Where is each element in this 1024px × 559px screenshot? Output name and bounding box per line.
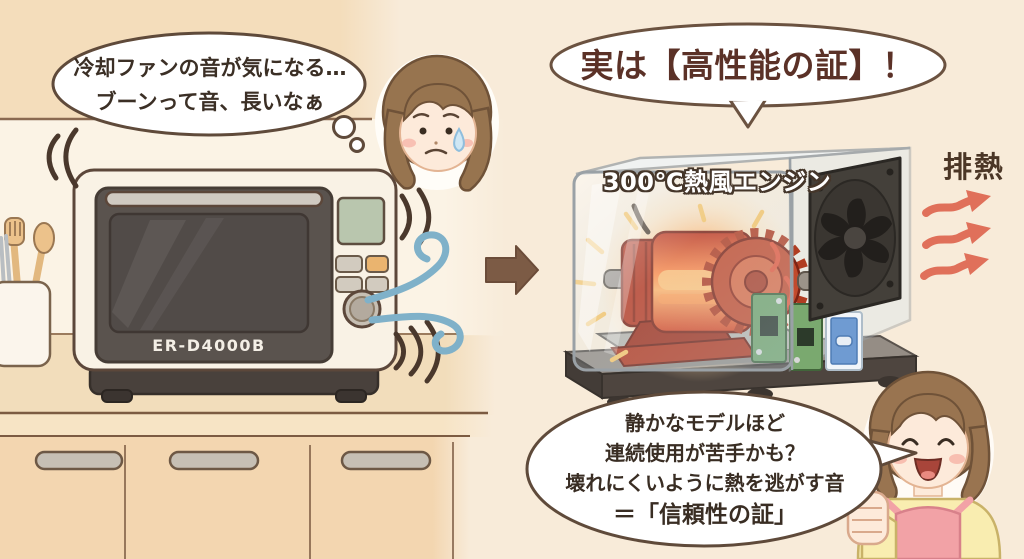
speech-bubble-text: 静かなモデルほど 連続使用が苦手かも？ 壊れにくいように熱を逃がす音 ＝「信頼性…	[543, 404, 867, 536]
utensil-cup	[0, 280, 52, 368]
counter-edge	[0, 414, 492, 437]
thought-bubble-text: 冷却ファンの音が気になる… ブーンって音、長いなぁ	[62, 46, 358, 124]
thought-line-1: 冷却ファンの音が気になる…	[73, 56, 347, 80]
control-button-start	[365, 255, 389, 273]
chopsticks-icon	[0, 234, 12, 290]
smiling-woman-avatar	[846, 370, 1002, 559]
acrylic-case-illustration	[562, 146, 920, 408]
headline-text: 実は【高性能の証】！	[580, 46, 916, 85]
cooling-fan-icon	[808, 156, 902, 322]
case-top-face	[575, 146, 911, 176]
speech-line-3: 壊れにくいように熱を逃がす音	[565, 471, 845, 495]
door-handle	[104, 190, 324, 208]
worried-woman-avatar	[375, 54, 499, 192]
wooden-spoon-icon	[33, 222, 55, 254]
drawer-handle	[340, 450, 432, 471]
apron	[894, 506, 962, 559]
case-label: 300℃熱風エンジン	[602, 168, 832, 196]
microwave-model-label: ER-D4000B	[152, 336, 266, 355]
drawer-handle	[34, 450, 124, 471]
microwave-illustration	[72, 168, 398, 403]
exhaust-arrow-icon	[920, 190, 991, 280]
speech-bubble	[525, 390, 918, 548]
sweat-drop-icon	[453, 127, 465, 153]
speech-line-4: ＝「信頼性の証」	[613, 502, 797, 528]
utensil-holder	[0, 217, 55, 368]
control-button	[335, 255, 363, 273]
door-window	[108, 212, 310, 334]
wind-swirl-icon	[364, 231, 464, 355]
thought-line-2: ブーンって音、長いなぁ	[95, 90, 325, 114]
speech-line-1: 静かなモデルほど	[625, 411, 785, 435]
headline-bubble	[549, 22, 947, 129]
blue-module-icon	[825, 311, 863, 371]
arrow-right-icon	[485, 245, 539, 295]
control-button	[365, 276, 389, 293]
control-display	[336, 196, 386, 246]
drawer-handle	[168, 450, 260, 471]
exhaust-label: 排熱	[942, 150, 1005, 184]
control-button	[335, 276, 363, 293]
thought-bubble	[51, 31, 367, 153]
speech-line-2: 連続使用が苦手かも？	[605, 441, 805, 465]
